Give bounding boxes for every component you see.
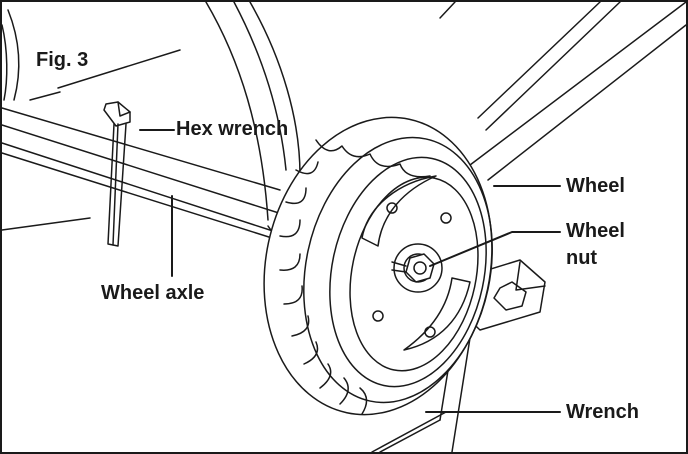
leader-lines: [139, 129, 561, 413]
hub-slot-top: [361, 175, 437, 247]
wheel: [263, 116, 493, 416]
rim-inner: [349, 176, 479, 372]
label-wheel: Wheel: [566, 175, 625, 197]
rim-hole: [440, 212, 452, 224]
label-wheel-axle: Wheel axle: [101, 282, 205, 304]
figure-title: Fig. 3: [36, 49, 89, 71]
frame-rails: [1, 49, 283, 231]
hub-center: [393, 243, 443, 293]
leader-wheel-nut: [429, 231, 561, 267]
label-wheel-nut-line1: Wheel: [566, 220, 625, 242]
rim-hole: [372, 310, 384, 322]
handle-tube: [1, 1, 301, 221]
label-wheel-nut-line2: nut: [566, 247, 598, 269]
hex-wrench: [103, 101, 131, 247]
hub-slot-bottom: [403, 277, 471, 351]
tire-inner: [303, 136, 493, 404]
rim-outer: [329, 156, 487, 388]
label-wrench: Wrench: [566, 401, 639, 423]
push-handle: [439, 1, 687, 181]
label-hex-wrench: Hex wrench: [176, 118, 289, 140]
wheel-axle: [1, 142, 279, 241]
axle-stub: [391, 261, 407, 273]
wheel-nut-washer: [413, 261, 427, 275]
rim-hole: [386, 202, 398, 214]
tire-tread: [279, 139, 431, 415]
rim-hole: [424, 326, 436, 338]
